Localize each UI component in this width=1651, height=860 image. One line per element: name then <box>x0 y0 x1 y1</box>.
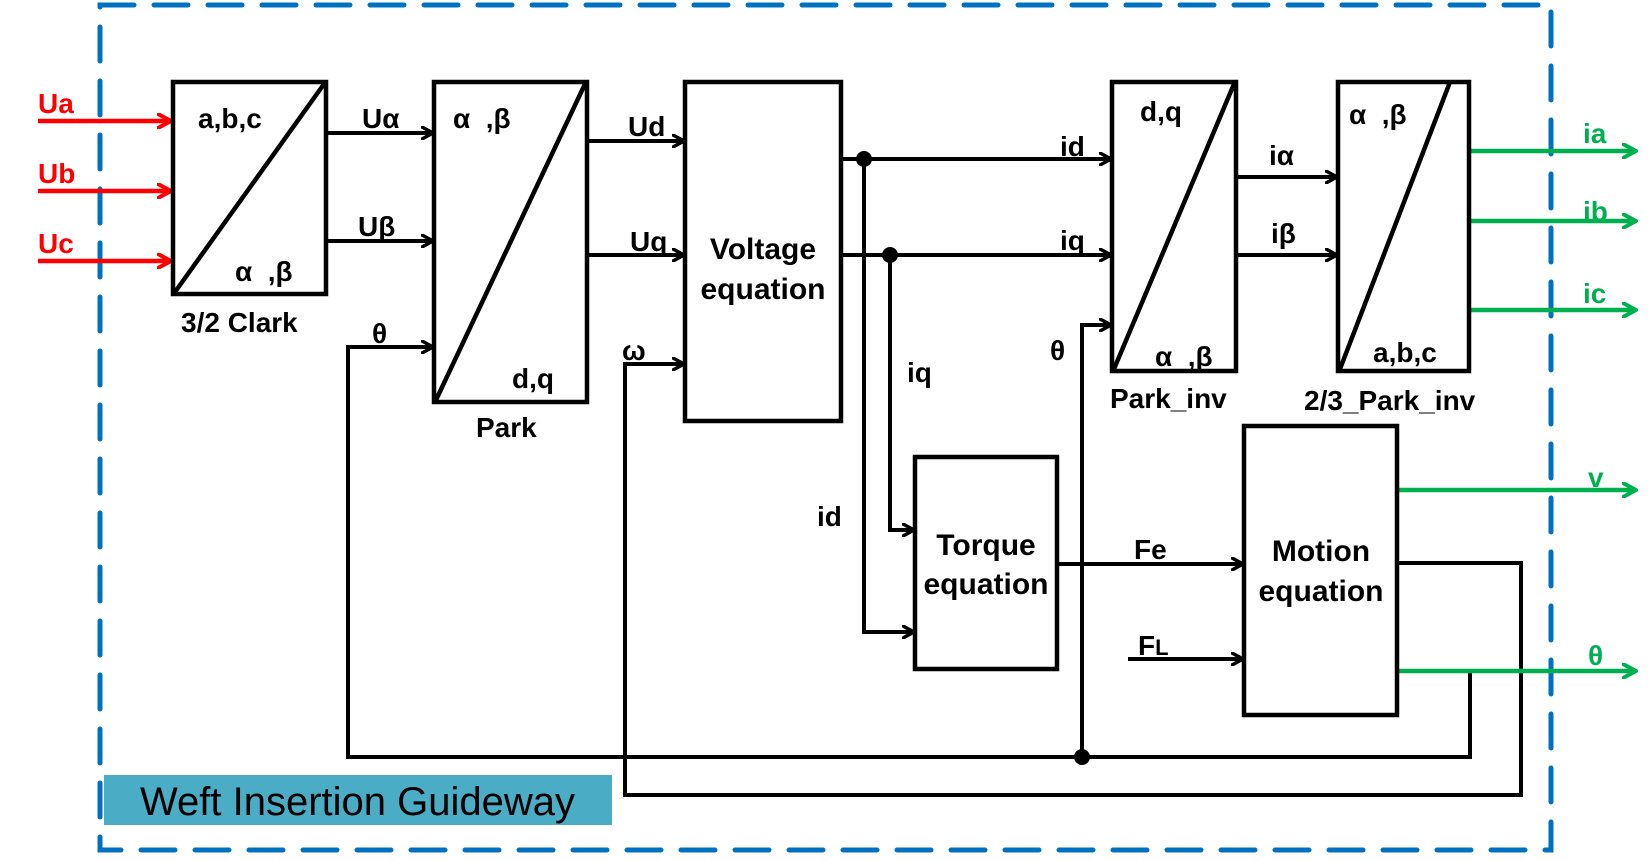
block-park-inv-23[interactable]: α ,β a,b,c <box>1335 79 1472 374</box>
park-inv-bottom-label: α ,β <box>1155 341 1213 372</box>
park-inv-23-bottom-label: a,b,c <box>1373 337 1437 368</box>
motion-line1: Motion <box>1272 535 1370 568</box>
park-name: Park <box>476 412 537 443</box>
signal-label-u-beta: Uβ <box>358 211 395 242</box>
motion-line2: equation <box>1259 575 1384 608</box>
fl-main: F <box>1138 630 1155 661</box>
clark-bottom-label: α ,β <box>235 256 293 287</box>
guideway-title-box: Weft Insertion Guideway <box>104 775 612 825</box>
park-inv-23-name: 2/3_Park_inv <box>1304 385 1476 416</box>
signal-label-fe: Fe <box>1134 534 1167 565</box>
signal-label-theta-park: θ <box>372 318 387 349</box>
block-motion-equation[interactable]: Motion equation <box>1241 423 1400 718</box>
wire-omega <box>623 364 1523 797</box>
signal-label-uq: Uq <box>630 226 667 257</box>
input-label-uc: Uc <box>38 228 74 259</box>
block-voltage-equation[interactable]: Voltage equation <box>682 79 844 424</box>
voltage-line1: Voltage <box>710 233 816 266</box>
wire-theta-parkinv <box>1080 325 1111 757</box>
junction-iq <box>882 247 898 263</box>
park-inv-top-label: d,q <box>1140 96 1182 127</box>
torque-line2: equation <box>924 568 1049 601</box>
clark-name: 3/2 Clark <box>181 307 298 338</box>
wire-theta-park <box>346 347 1472 759</box>
wire-id-torque <box>862 159 914 632</box>
input-arrows <box>38 121 171 261</box>
output-arrows <box>1397 151 1636 671</box>
signal-label-ud: Ud <box>628 111 665 142</box>
input-label-ub: Ub <box>38 158 75 189</box>
block-park-inv[interactable]: d,q α ,β <box>1109 79 1239 374</box>
junction-theta <box>1074 749 1090 765</box>
signal-label-u-alpha: Uα <box>362 103 399 134</box>
output-label-ic: ic <box>1583 278 1606 309</box>
output-label-theta: θ <box>1588 640 1603 671</box>
signal-label-theta-parkinv: θ <box>1050 335 1065 366</box>
signal-label-i-beta: iβ <box>1271 218 1296 249</box>
junction-id <box>856 151 872 167</box>
voltage-line2: equation <box>701 273 826 306</box>
block-park[interactable]: α ,β d,q <box>431 79 590 405</box>
signal-label-omega: ω <box>622 335 646 366</box>
signal-label-iq-torque: iq <box>907 357 932 388</box>
park-bottom-label: d,q <box>512 363 554 394</box>
clark-top-label: a,b,c <box>198 103 262 134</box>
signal-label-id-parkinv: id <box>1060 131 1085 162</box>
block-torque-equation[interactable]: Torque equation <box>912 454 1060 672</box>
signal-label-fl: FL <box>1138 630 1169 661</box>
guideway-title: Weft Insertion Guideway <box>140 780 575 824</box>
guideway-boundary <box>97 2 1554 853</box>
output-label-ib: ib <box>1583 196 1608 227</box>
output-label-ia: ia <box>1583 118 1607 149</box>
signal-label-iq-parkinv: iq <box>1060 225 1085 256</box>
input-label-ua: Ua <box>38 88 74 119</box>
park-top-label: α ,β <box>453 103 511 134</box>
fl-sub: L <box>1155 635 1168 660</box>
wire-iq-torque <box>888 255 914 530</box>
output-label-v: v <box>1588 462 1604 493</box>
park-inv-name: Park_inv <box>1110 383 1227 414</box>
torque-line1: Torque <box>936 529 1035 562</box>
signal-label-i-alpha: iα <box>1269 140 1294 171</box>
block-clark[interactable]: a,b,c α ,β <box>170 79 329 297</box>
signal-label-id-torque: id <box>817 501 842 532</box>
park-inv-23-top-label: α ,β <box>1349 99 1407 130</box>
